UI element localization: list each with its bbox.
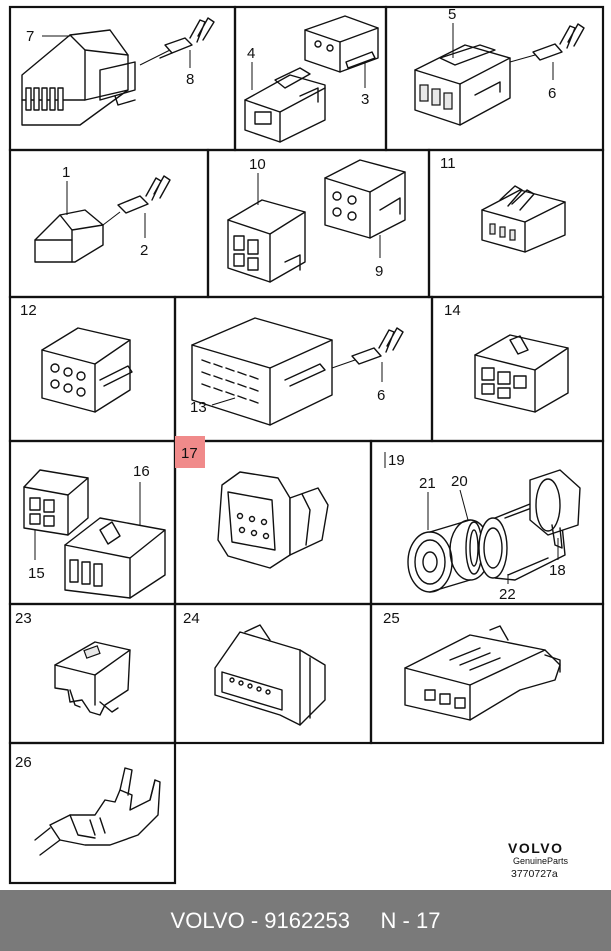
terminal-pin-2 xyxy=(117,175,171,214)
label-20: 20 xyxy=(451,473,468,490)
label-5: 5 xyxy=(448,6,456,23)
label-19: 19 xyxy=(388,452,405,469)
label-6-top: 6 xyxy=(548,85,556,102)
footer-brand: VOLVO xyxy=(170,907,245,933)
label-12: 12 xyxy=(20,302,37,319)
terminal-pin-6b xyxy=(351,327,404,365)
cell-part-26: 26 xyxy=(15,754,161,856)
footer-page-number: 17 xyxy=(415,907,441,933)
label-21: 21 xyxy=(419,475,436,492)
retaining-ring-18 xyxy=(529,469,581,549)
label-26: 26 xyxy=(15,754,32,771)
cell-part-10-9: 10 9 xyxy=(227,156,406,283)
cell-part-4-3: 4 3 xyxy=(244,15,379,143)
cell-part-15-16: 15 16 xyxy=(23,463,166,599)
connector-16 xyxy=(64,517,166,599)
volvo-logo: VOLVO GenuineParts xyxy=(508,840,569,866)
cell-part-24: 24 xyxy=(183,610,326,726)
connector-14 xyxy=(474,334,569,413)
footer-bar: VOLVO - 9162253 N - 17 xyxy=(0,890,611,951)
connector-11 xyxy=(481,185,566,253)
connector-diagram: 7 8 4 3 xyxy=(8,5,605,885)
connector-3 xyxy=(304,15,379,73)
connector-13 xyxy=(191,317,333,426)
label-22: 22 xyxy=(499,586,516,603)
connector-25 xyxy=(404,625,561,721)
connector-housing-7 xyxy=(21,29,136,126)
label-14: 14 xyxy=(444,302,461,319)
highlight-badge xyxy=(175,436,205,468)
label-25: 25 xyxy=(383,610,400,627)
label-7: 7 xyxy=(26,28,34,45)
label-1: 1 xyxy=(62,164,70,181)
round-connector-21 xyxy=(407,519,491,593)
label-2: 2 xyxy=(140,242,148,259)
cell-part-7-8: 7 8 xyxy=(21,17,215,126)
cell-part-25: 25 xyxy=(383,610,561,721)
cell-part-13-6: 13 6 xyxy=(190,317,404,426)
pin-grid xyxy=(201,359,259,404)
label-8: 8 xyxy=(186,71,194,88)
terminal-pin-8 xyxy=(159,17,215,59)
housing-1 xyxy=(34,209,104,263)
label-11: 11 xyxy=(440,155,456,172)
connector-10 xyxy=(227,199,306,283)
clip-23 xyxy=(54,641,131,716)
cell-frames xyxy=(8,5,605,885)
genuine-parts-text: GenuineParts xyxy=(513,856,569,866)
footer-page-prefix: N xyxy=(380,907,397,933)
cell-part-19-22: 19 21 20 22 18 xyxy=(384,452,581,603)
cell-part-11: 11 xyxy=(440,155,566,253)
cell-part-17: 17 xyxy=(175,436,329,569)
connector-12 xyxy=(41,327,133,413)
terminal-pin-6a xyxy=(532,23,585,61)
connector-4 xyxy=(244,67,326,143)
footer-part-number: 9162253 xyxy=(264,907,350,933)
connector-15 xyxy=(23,469,89,536)
footer-separator: - xyxy=(396,907,416,933)
label-16: 16 xyxy=(133,463,150,480)
label-18: 18 xyxy=(549,562,566,579)
cell-part-14: 14 xyxy=(444,302,569,413)
label-23: 23 xyxy=(15,610,32,627)
footer-separator: - xyxy=(244,907,265,933)
label-10: 10 xyxy=(249,156,266,173)
connector-5 xyxy=(414,44,511,126)
cell-part-12: 12 xyxy=(20,302,133,413)
diagram-reference: 3770727a xyxy=(511,868,558,880)
logo-wordmark: VOLVO xyxy=(508,840,563,856)
footer-gap xyxy=(350,908,381,934)
connector-9 xyxy=(324,159,406,239)
label-6-mid: 6 xyxy=(377,387,385,404)
terminal-26 xyxy=(34,767,161,856)
label-9: 9 xyxy=(375,263,383,280)
label-3: 3 xyxy=(361,91,369,108)
connector-17 xyxy=(217,471,329,569)
label-13: 13 xyxy=(190,399,207,416)
cell-part-5-6: 5 6 xyxy=(414,6,585,126)
label-17: 17 xyxy=(181,445,198,462)
cell-part-23: 23 xyxy=(15,610,131,716)
label-24: 24 xyxy=(183,610,200,627)
connector-24 xyxy=(214,624,326,726)
label-4: 4 xyxy=(247,45,255,62)
label-15: 15 xyxy=(28,565,45,582)
cell-part-1-2: 1 2 xyxy=(34,164,171,263)
